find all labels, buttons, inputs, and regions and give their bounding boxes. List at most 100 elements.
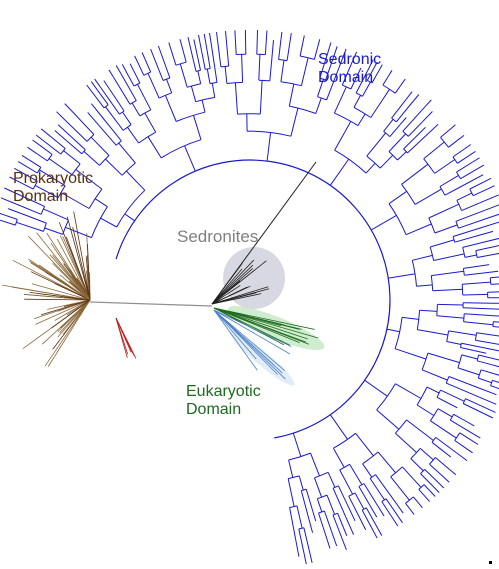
branch bbox=[412, 254, 433, 261]
branch bbox=[100, 115, 122, 142]
branch bbox=[42, 139, 62, 155]
leaf-branch bbox=[373, 61, 378, 70]
branch-arc bbox=[376, 383, 396, 411]
sedronites-branch bbox=[211, 268, 243, 305]
branch bbox=[313, 46, 319, 60]
leaf-branch bbox=[56, 111, 65, 120]
branch bbox=[366, 132, 386, 157]
branch bbox=[44, 227, 63, 235]
branch bbox=[490, 283, 499, 285]
branch bbox=[94, 198, 108, 208]
branch bbox=[334, 121, 352, 151]
branch bbox=[109, 89, 125, 112]
branch-arc bbox=[162, 77, 171, 81]
leaf-branch bbox=[345, 516, 355, 535]
leaf-branch bbox=[406, 94, 420, 110]
prokaryotic-branch bbox=[72, 227, 91, 301]
branch-arc bbox=[205, 68, 211, 70]
branch-arc bbox=[439, 186, 446, 196]
branch bbox=[457, 155, 469, 164]
leaf-branch bbox=[355, 67, 362, 78]
branch bbox=[440, 129, 450, 138]
branch bbox=[478, 354, 499, 361]
branch bbox=[433, 253, 465, 261]
branch bbox=[332, 447, 345, 468]
branch bbox=[462, 293, 488, 296]
leaf-branch bbox=[468, 150, 476, 157]
branch bbox=[428, 203, 460, 219]
leaf-branch bbox=[480, 237, 499, 244]
branch bbox=[137, 84, 152, 111]
branch-arc bbox=[475, 250, 478, 258]
leaf-branch bbox=[322, 526, 331, 549]
prokaryotic-domain-label: Prokaryotic Domain bbox=[13, 170, 93, 206]
leaf-branch bbox=[416, 501, 423, 509]
branch bbox=[158, 69, 164, 81]
branch-arc bbox=[401, 183, 416, 205]
sedronites-branch bbox=[211, 285, 251, 305]
branch bbox=[329, 158, 350, 186]
blue-clade-branch bbox=[213, 309, 258, 371]
branch bbox=[314, 477, 323, 498]
branch bbox=[478, 377, 492, 384]
branch bbox=[14, 192, 45, 207]
branch-arc bbox=[362, 451, 379, 465]
leaf-branch bbox=[457, 134, 465, 141]
prokaryotic-branch bbox=[24, 298, 91, 301]
leaf-branch bbox=[493, 373, 499, 376]
branch-arc bbox=[317, 96, 327, 101]
branch bbox=[15, 203, 42, 215]
branch bbox=[298, 528, 305, 555]
branch-arc bbox=[429, 246, 435, 261]
leaf-branch bbox=[495, 245, 499, 247]
branch bbox=[413, 496, 418, 502]
branch bbox=[131, 102, 141, 117]
leaf-branch bbox=[295, 538, 300, 557]
branch-arc bbox=[220, 65, 229, 68]
branch bbox=[457, 367, 480, 376]
leaf-branch bbox=[472, 393, 497, 405]
leaf-branch bbox=[483, 413, 494, 419]
branch bbox=[492, 326, 499, 328]
branch bbox=[332, 514, 342, 537]
branch bbox=[435, 436, 457, 454]
branch bbox=[224, 66, 228, 84]
branch-arc bbox=[143, 71, 151, 76]
branch bbox=[234, 38, 237, 55]
branch bbox=[34, 184, 59, 199]
branch-arc bbox=[474, 332, 478, 341]
branch bbox=[462, 281, 491, 285]
leaf-branch bbox=[329, 46, 338, 68]
branch bbox=[419, 448, 434, 461]
leaf-branch bbox=[289, 33, 292, 42]
branch bbox=[375, 474, 391, 495]
branch bbox=[211, 48, 218, 83]
branch bbox=[437, 303, 464, 306]
branch-arc bbox=[411, 260, 417, 287]
branch bbox=[286, 41, 291, 61]
leaf-branch bbox=[17, 161, 26, 167]
eukaryotic-branch bbox=[213, 307, 308, 340]
sedronic-label-line1: Sedronic bbox=[318, 51, 382, 68]
branch bbox=[190, 85, 197, 102]
prokaryotic-branch bbox=[47, 299, 91, 310]
leaf-branch bbox=[448, 403, 458, 409]
leaf-branch bbox=[94, 78, 101, 87]
branch bbox=[369, 478, 385, 501]
branch bbox=[358, 486, 371, 507]
leaf-branch bbox=[442, 476, 450, 483]
branch bbox=[394, 85, 402, 94]
branch bbox=[453, 413, 467, 422]
branch bbox=[197, 70, 202, 84]
branch-arc bbox=[160, 139, 202, 159]
branch bbox=[472, 188, 488, 197]
leaf-branch bbox=[115, 65, 122, 74]
prokaryotic-branch bbox=[29, 260, 91, 301]
branch bbox=[401, 163, 429, 185]
branch bbox=[24, 165, 38, 174]
leaf-branch bbox=[35, 134, 43, 141]
leaf-branch bbox=[209, 32, 213, 50]
branch bbox=[205, 41, 211, 69]
branch bbox=[370, 89, 390, 118]
leaf-branch bbox=[271, 40, 274, 59]
